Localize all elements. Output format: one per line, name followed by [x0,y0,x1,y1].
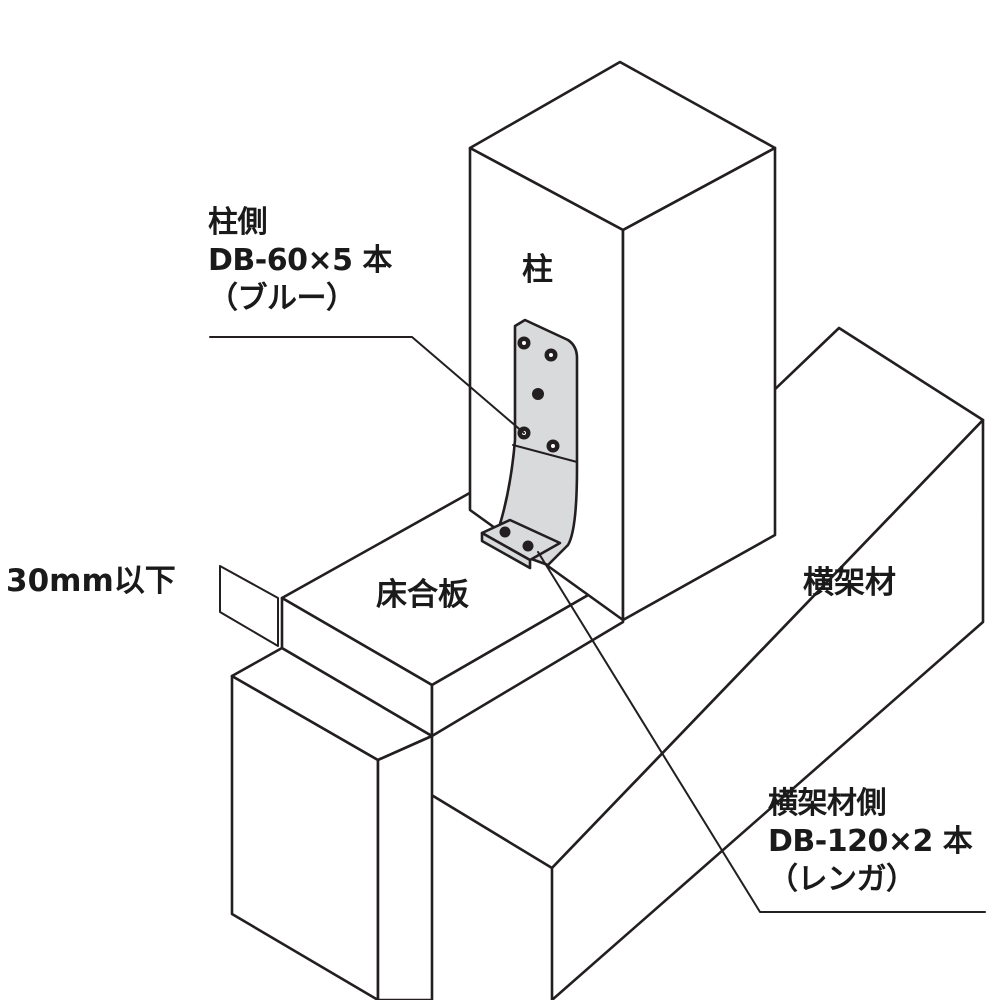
beam-label: 横架材 [803,565,896,601]
post-side-callout: 柱側 DB-60×5 本 （ブルー） [208,204,392,318]
beam-side-callout-color: （レンガ） [768,862,916,897]
beam-side-callout: 横架材側 DB-120×2 本 （レンガ） [768,785,973,899]
bracket-bend-line [512,444,578,463]
beam-side-leader [537,551,986,913]
screw-hole-highlight [549,353,553,357]
post-side-callout-spec: DB-60×5 本 [208,243,392,278]
sill-side-face [376,734,434,1000]
post-side-face [621,146,777,622]
post-side-callout-color: （ブルー） [208,281,356,316]
post-side-leader [209,336,525,434]
screw-hole-highlight [522,341,526,345]
leader-lines [209,336,986,913]
bracket-base-front [480,531,532,570]
bracket [480,318,579,570]
beam-side-callout-title: 横架材側 [768,786,887,821]
plywood-side-edge [430,573,625,738]
post-side-callout-title: 柱側 [208,205,267,240]
screw-hole [532,388,544,400]
bracket-plate [491,318,579,567]
screw-hole [522,540,534,552]
screw-hole [499,526,511,538]
sill-body [230,646,434,1000]
post-label: 柱 [522,252,553,288]
beam-side-face [550,418,985,1000]
thickness-label: 30mm以下 [6,563,176,599]
screw-hole-highlight [551,444,555,448]
floor-board-label: 床合板 [376,577,469,613]
beam-side-callout-spec: DB-120×2 本 [768,824,973,859]
thickness-bracket [219,565,279,647]
